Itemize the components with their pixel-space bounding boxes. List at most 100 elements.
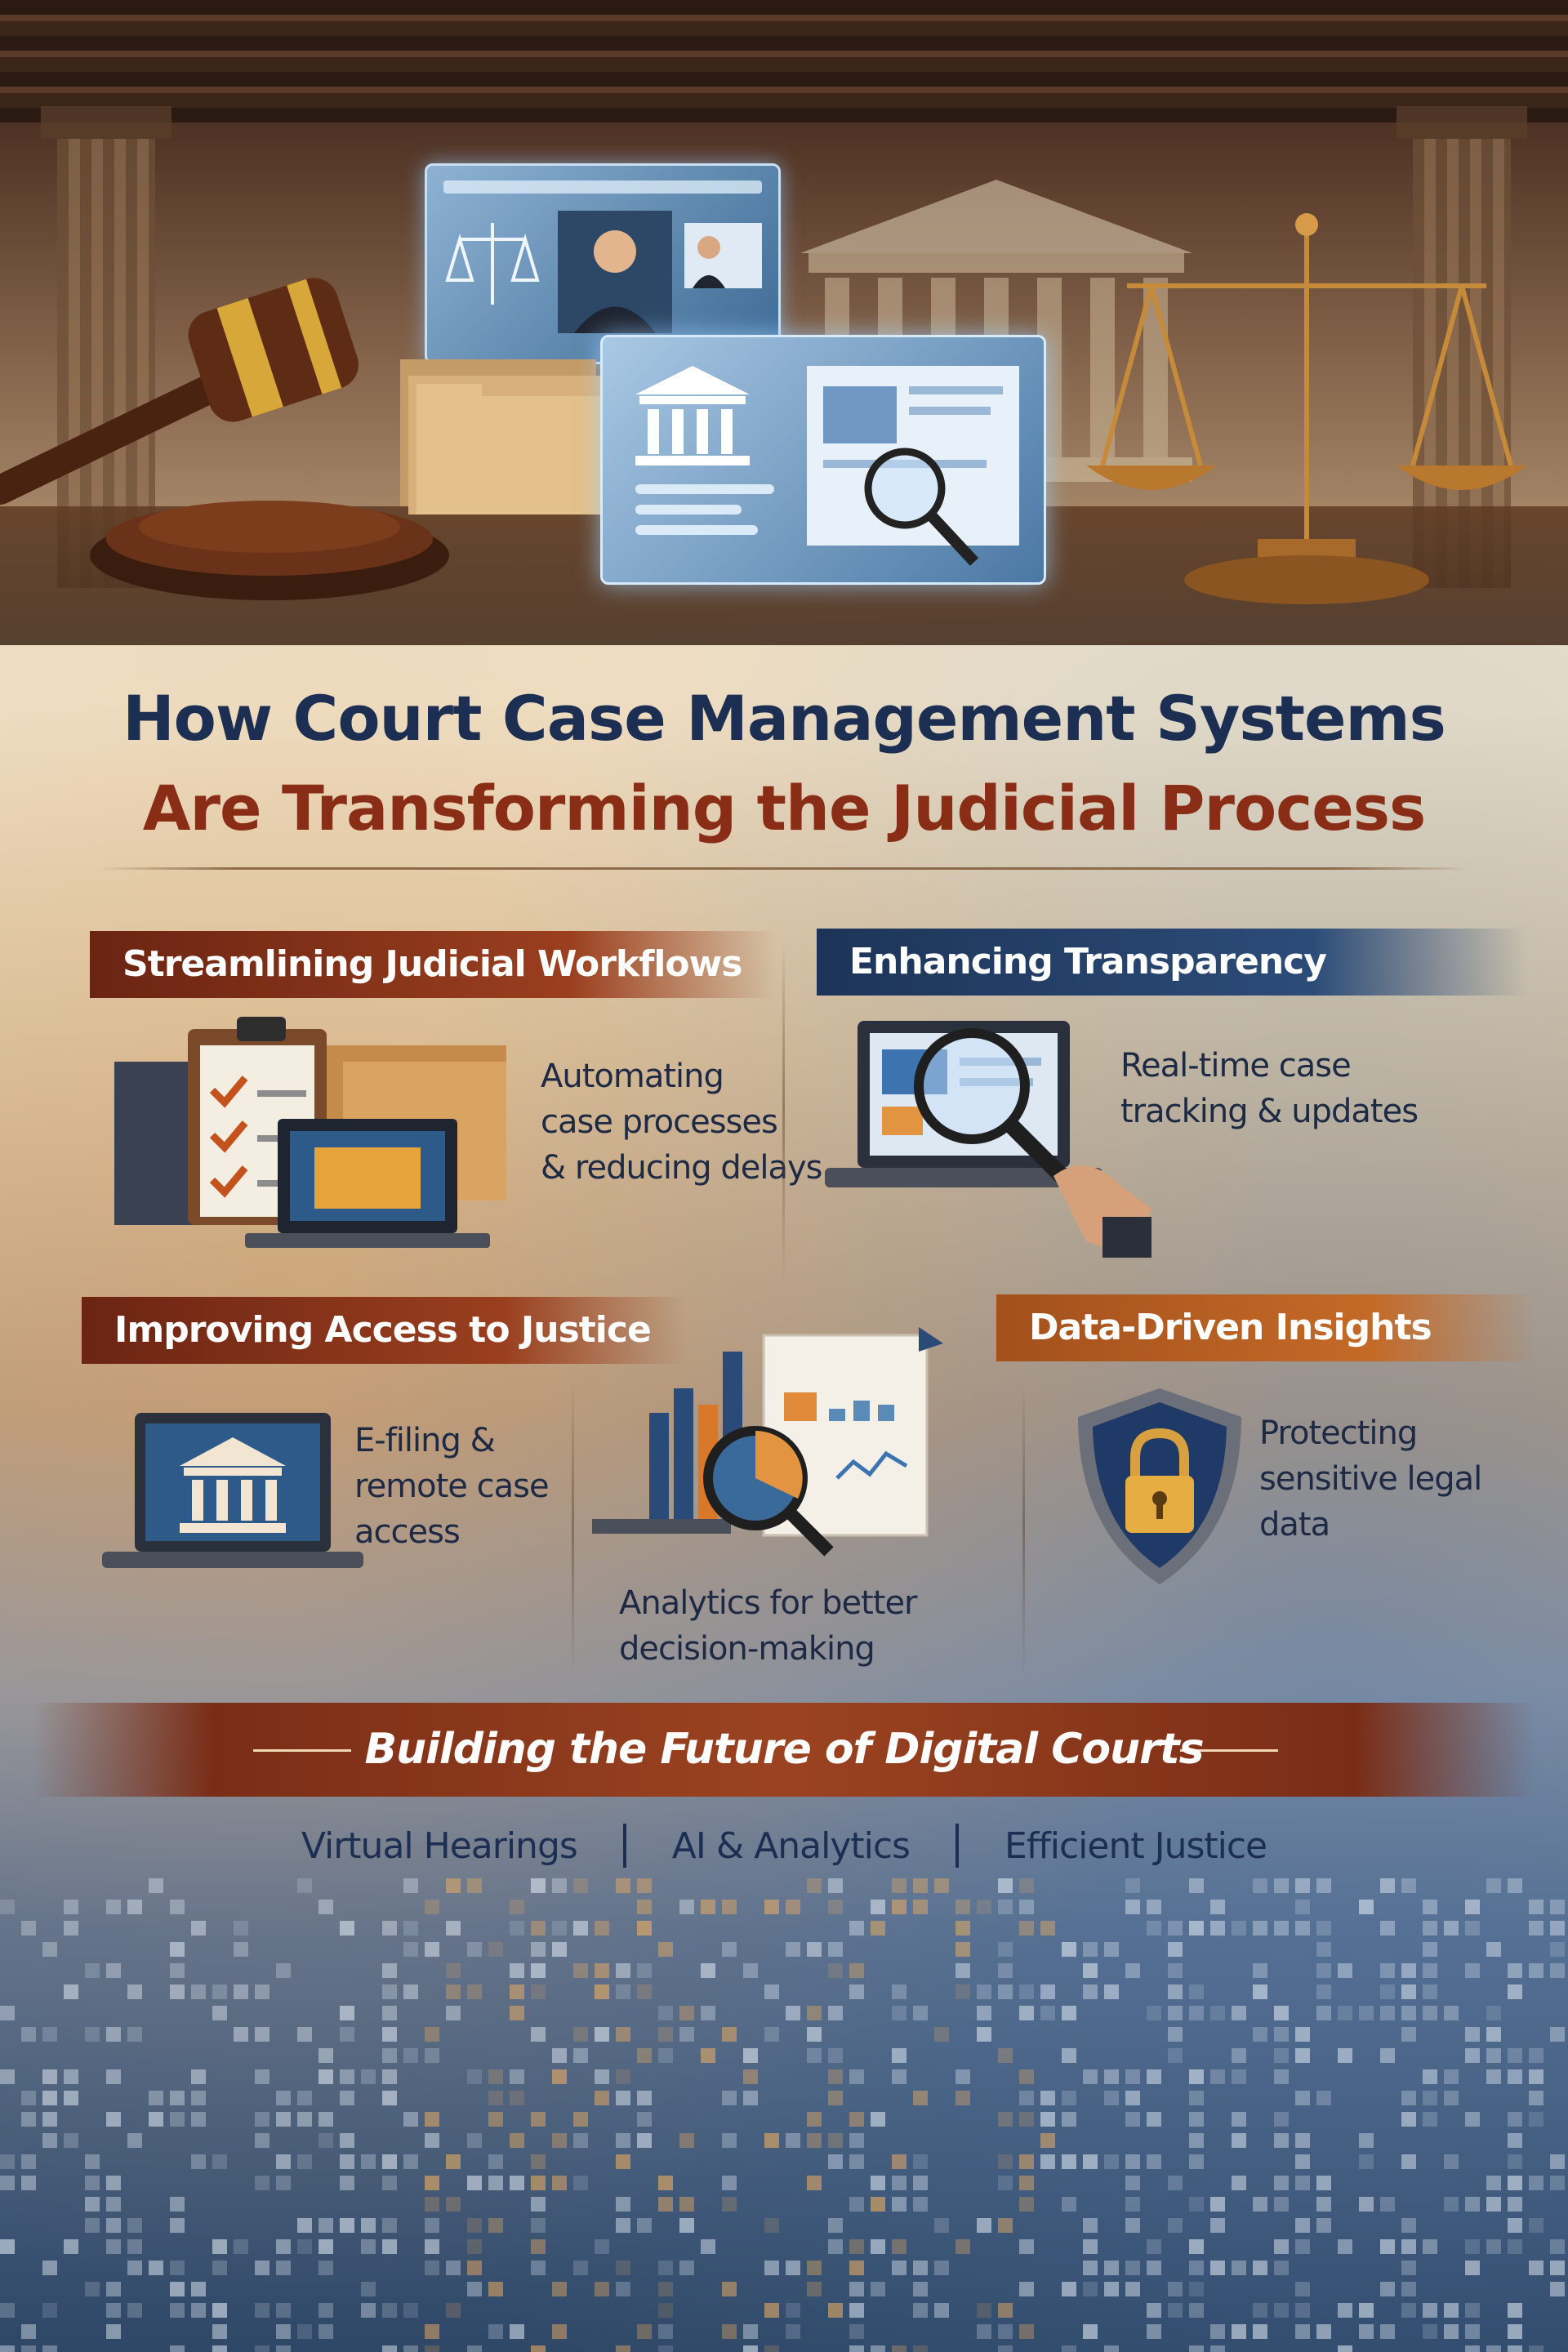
pixel-tile: [1083, 2069, 1098, 2084]
pixel-tile: [1232, 2048, 1246, 2063]
desc-line: Protecting: [1259, 1414, 1418, 1452]
pixel-tile: [1019, 2091, 1034, 2105]
pixel-tile: [1274, 2303, 1289, 2318]
pixel-tile: [1465, 2197, 1480, 2212]
pixel-tile: [722, 2282, 737, 2296]
pixel-tile: [849, 2282, 864, 2296]
pixel-tile: [1465, 1900, 1480, 1914]
pixel-tile: [807, 1878, 822, 1893]
pixel-tile: [531, 2218, 546, 2233]
pixel-tile: [1210, 2261, 1225, 2275]
pixel-tile: [1232, 2006, 1246, 2020]
pixel-tile: [956, 1921, 970, 1936]
pixel-tile: [1401, 2154, 1416, 2169]
pixel-tile: [637, 2112, 652, 2127]
pixel-tile: [1401, 1984, 1416, 1999]
pixel-tile: [1125, 2218, 1140, 2233]
pixel-tile: [488, 2091, 503, 2105]
pixel-tile: [1401, 2112, 1416, 2127]
pixel-tile: [913, 2197, 928, 2212]
pixel-tile: [1083, 2218, 1098, 2233]
pixel-tile: [531, 2112, 546, 2127]
section-banner-insights: Data-Driven Insights: [996, 1294, 1535, 1361]
pixel-tile: [85, 2027, 100, 2042]
pixel-tile: [1295, 1878, 1310, 1893]
pixel-tile: [255, 2133, 270, 2148]
pixel-tile: [1359, 2303, 1374, 2318]
pixel-tile: [403, 2154, 418, 2169]
pixel-tile: [1529, 2176, 1544, 2190]
pixel-tile: [446, 2006, 461, 2020]
pixel-tile: [42, 2261, 57, 2275]
pixel-tile: [616, 1878, 630, 1893]
pixel-tile: [234, 2027, 248, 2042]
pixel-tile: [1232, 2261, 1246, 2275]
pixel-tile: [828, 2091, 843, 2105]
column-divider: [782, 939, 785, 1282]
pixel-tile: [637, 1963, 652, 1978]
pixel-tile: [616, 2261, 630, 2275]
pixel-tile: [658, 2048, 673, 2063]
pixel-tile: [1125, 2091, 1140, 2105]
pixel-tile: [913, 2303, 928, 2318]
pixel-tile: [998, 2303, 1013, 2318]
pixel-tile: [1529, 2069, 1544, 2084]
pixel-tile: [446, 2303, 461, 2318]
pixel-tile: [425, 2261, 439, 2275]
pixel-tile: [42, 2027, 57, 2042]
pixel-tile: [998, 2218, 1013, 2233]
pixel-tile: [531, 1921, 546, 1936]
pixel-tile: [913, 2154, 928, 2169]
pixel-tile: [0, 2345, 15, 2352]
pixel-tile: [892, 1878, 906, 1893]
pixel-tile: [1189, 2261, 1204, 2275]
pixel-tile: [913, 2261, 928, 2275]
pixel-tile: [1359, 1900, 1374, 1914]
pixel-tile: [318, 2303, 333, 2318]
pixel-tile: [679, 2133, 694, 2148]
pixel-tile: [595, 1963, 609, 1978]
pixel-tile: [552, 2048, 567, 2063]
pixel-tile: [1316, 1878, 1331, 1893]
pixel-tile: [1040, 1984, 1055, 1999]
pixel-tile: [340, 2027, 354, 2042]
pixel-tile: [1295, 2303, 1310, 2318]
pixel-tile: [828, 2133, 843, 2148]
pixel-tile: [1210, 1921, 1225, 1936]
pixel-tile: [807, 2006, 822, 2020]
pixel-tile: [679, 2261, 694, 2275]
pixel-tile: [1444, 2154, 1459, 2169]
pixel-tile: [1274, 2176, 1289, 2190]
pixel-tile: [212, 2345, 227, 2352]
pixel-tile: [1295, 2239, 1310, 2254]
pixel-tile: [510, 1963, 524, 1978]
pixel-tile: [1380, 2048, 1395, 2063]
pixel-tile: [1529, 2112, 1544, 2127]
pixel-tile: [998, 2112, 1013, 2127]
pixel-tile: [255, 2112, 270, 2127]
pixel-tile: [1274, 2261, 1289, 2275]
section-desc-analytics: Analytics for better decision-making: [619, 1580, 917, 1672]
pixel-tile: [658, 2303, 673, 2318]
pixel-tile: [191, 2154, 206, 2169]
pixel-tile: [318, 2048, 333, 2063]
pixel-tile: [743, 2345, 758, 2352]
pixel-tile: [1062, 2048, 1076, 2063]
pixel-tile: [382, 2345, 397, 2352]
pixel-tile: [382, 2006, 397, 2020]
pixel-tile: [1295, 2048, 1310, 2063]
pixel-tile: [1423, 2324, 1437, 2339]
pixel-tile: [276, 2091, 291, 2105]
pixel-tile: [956, 1984, 970, 1999]
pixel-tile: [212, 2324, 227, 2339]
pixel-tile: [403, 1984, 418, 1999]
pixel-tile: [127, 2027, 142, 2042]
pixel-tile: [276, 1963, 291, 1978]
pixel-tile: [361, 2303, 376, 2318]
pixel-tile: [64, 1984, 78, 1999]
pixel-tile: [1147, 2006, 1161, 2020]
pixel-tile: [828, 1900, 843, 1914]
pixel-tile: [828, 2239, 843, 2254]
pixel-tile: [446, 1984, 461, 1999]
pixel-tile: [1232, 2069, 1246, 2084]
